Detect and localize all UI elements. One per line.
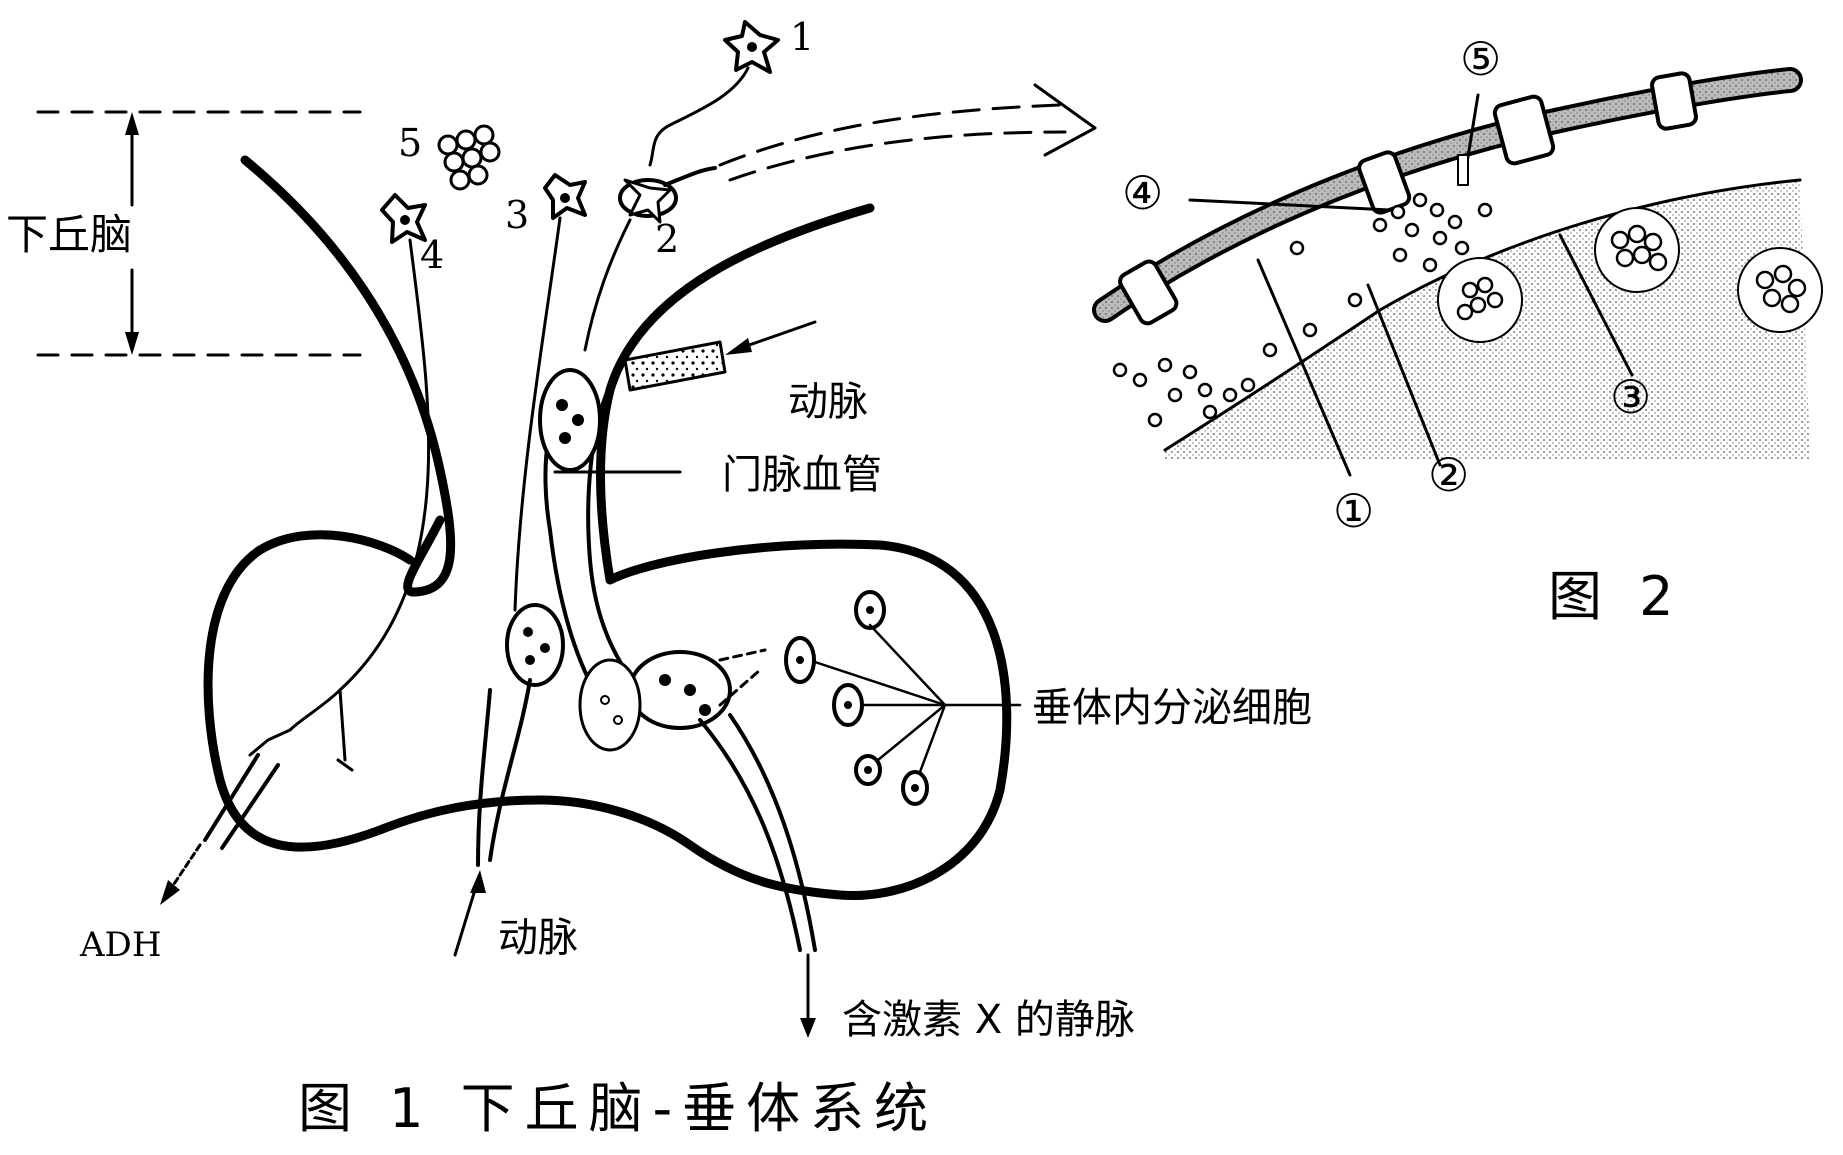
artery-top-label: 动脉 [788, 379, 868, 425]
neuron-4 [248, 193, 431, 772]
artery-top-arrow [725, 320, 817, 355]
neuron-3 [513, 173, 587, 612]
figure2-group [1092, 67, 1823, 477]
neuron-label-5: 5 [398, 121, 423, 165]
figure2-caption: 图 2 [1548, 565, 1684, 628]
neuron-label-1: 1 [790, 15, 815, 59]
neuron-1 [648, 20, 780, 167]
neuron-label-4: 4 [420, 233, 445, 277]
vein-arrow [800, 953, 816, 1038]
part-label-1: ① [1333, 484, 1375, 538]
hypothalamus-bracket [36, 110, 362, 357]
hypothalamus-label: 下丘脑 [6, 210, 133, 259]
pituitary-outline [203, 203, 1012, 901]
tip-marker-5 [1457, 154, 1469, 186]
figure1-group [36, 20, 1097, 1038]
zoom-arrow [718, 83, 1097, 182]
artery-bottom-label: 动脉 [498, 915, 578, 961]
part-label-4: ④ [1122, 166, 1164, 220]
neuron-2 [583, 166, 717, 352]
adh-vessel [160, 753, 280, 905]
part-label-3: ③ [1610, 370, 1652, 424]
adh-label: ADH [80, 925, 162, 965]
vein-label: 含激素 X 的静脉 [842, 997, 1135, 1043]
part-label-5: ⑤ [1460, 32, 1502, 86]
endocrine-cells-label: 垂体内分泌细胞 [1032, 685, 1312, 731]
portal-vessel [476, 340, 817, 952]
endocrine-cells [784, 590, 1022, 806]
neuron-label-2: 2 [655, 217, 680, 261]
figure1-caption: 图 1 下丘脑-垂体系统 [298, 1077, 939, 1140]
axon-nodes [1118, 71, 1698, 326]
granules [1456, 224, 1807, 321]
artery-bottom-arrow [453, 870, 486, 957]
vesicles [1112, 192, 1493, 428]
neuron-cluster-5 [437, 124, 501, 191]
neuron-label-3: 3 [505, 193, 530, 237]
part-label-2: ② [1428, 448, 1470, 502]
portal-vessel-label: 门脉血管 [722, 452, 882, 498]
